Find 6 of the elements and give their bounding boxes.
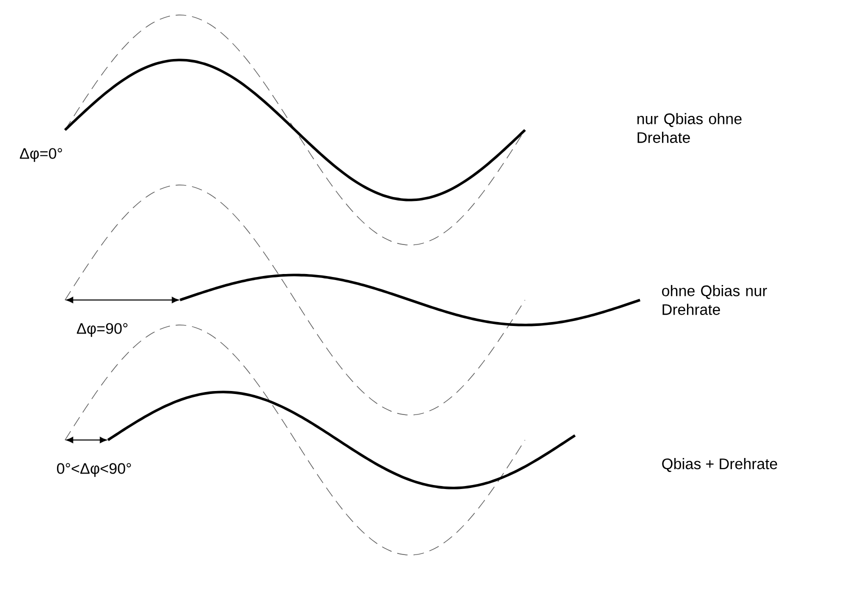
label-text: ohne Qbias nur Drehrate: [662, 285, 767, 315]
label-text: nur Qbias ohne Drehate: [637, 113, 742, 143]
label-text: Δφ=90°: [76, 323, 128, 337]
label-text: 0°<Δφ<90°: [57, 463, 131, 477]
label-text: Δφ=0°: [20, 148, 62, 162]
label-text: Qbias + Drehrate: [662, 458, 778, 472]
